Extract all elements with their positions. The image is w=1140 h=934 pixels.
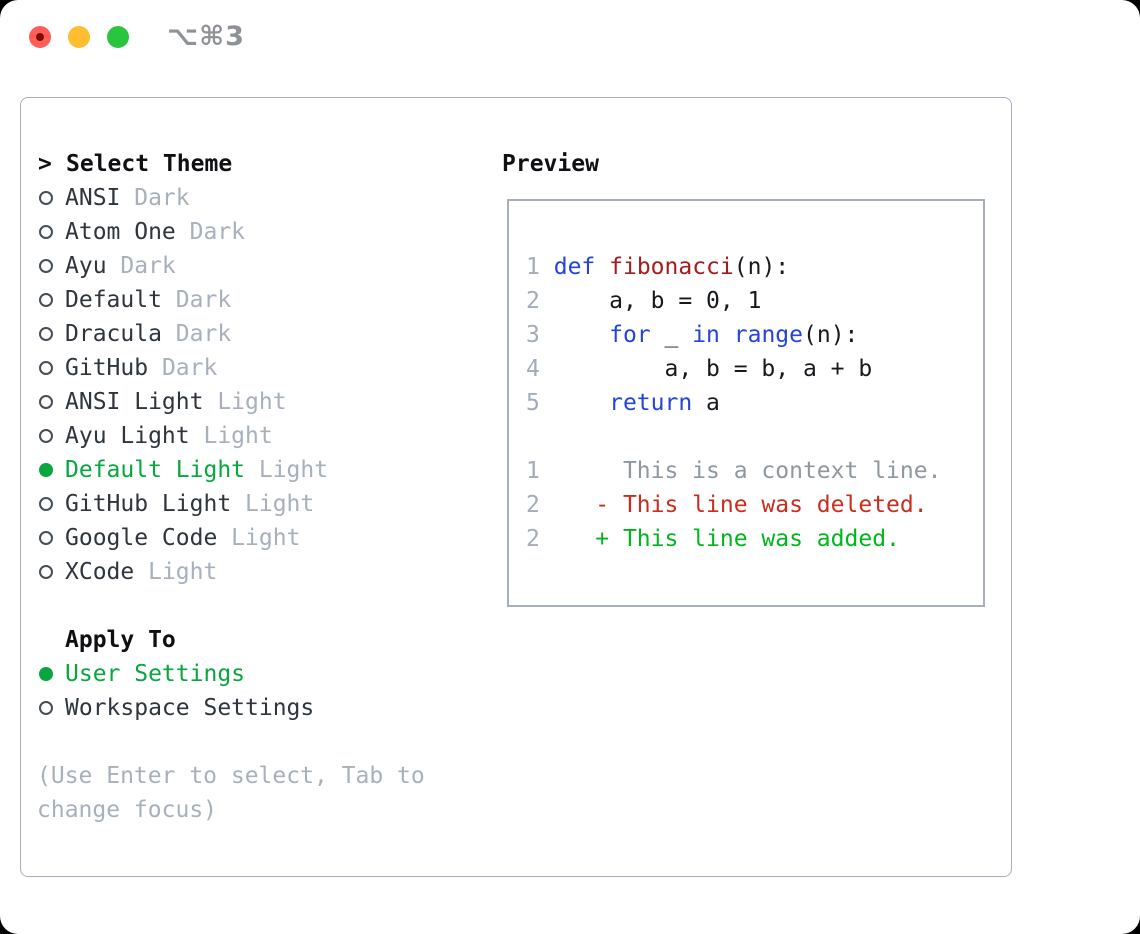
- theme-option-ayu[interactable]: Ayu Dark: [37, 249, 328, 283]
- theme-name: Ayu: [65, 253, 107, 279]
- radio-icon: [39, 565, 53, 579]
- hint-text: (Use Enter to select, Tab to change focu…: [37, 763, 425, 823]
- diff-deleted-line: 2 - This line was deleted.: [526, 492, 928, 518]
- theme-option-atom-one[interactable]: Atom One Dark: [37, 215, 328, 249]
- theme-variant: Light: [245, 457, 329, 483]
- blank-line: [526, 420, 941, 454]
- theme-option-github[interactable]: GitHub Dark: [37, 351, 328, 385]
- radio-icon: [39, 429, 53, 443]
- preview-header: Preview: [502, 151, 599, 177]
- code-line-4: 4 a, b = b, a + b: [526, 356, 873, 382]
- close-button-icon[interactable]: [29, 26, 51, 48]
- select-theme-label: Select Theme: [66, 151, 233, 177]
- diff-added-line: 2 + This line was added.: [526, 526, 900, 552]
- theme-variant: Dark: [161, 321, 232, 347]
- theme-option-google-code[interactable]: Google Code Light: [37, 521, 328, 555]
- theme-option-ansi-light[interactable]: ANSI Light Light: [37, 385, 328, 419]
- theme-option-default[interactable]: Default Dark: [37, 283, 328, 317]
- theme-name: Dracula: [65, 321, 162, 347]
- radio-icon: [39, 225, 53, 239]
- traffic-lights: [29, 26, 129, 48]
- code-line-2: 2 a, b = 0, 1: [526, 288, 762, 314]
- theme-variant: Light: [217, 525, 301, 551]
- theme-variant: Dark: [120, 185, 190, 211]
- preview-code: 1 def fibonacci(n): 2 a, b = 0, 1 3 for _ …: [526, 250, 941, 556]
- radio-icon: [39, 395, 53, 409]
- radio-icon: [39, 293, 53, 307]
- radio-icon: [39, 361, 53, 375]
- radio-icon: [39, 327, 53, 341]
- radio-icon: [39, 191, 53, 205]
- theme-option-ayu-light[interactable]: Ayu Light Light: [37, 419, 328, 453]
- theme-variant: Dark: [161, 287, 232, 313]
- select-theme-header: > Select Theme: [37, 147, 328, 181]
- theme-variant: Light: [134, 559, 218, 585]
- radio-icon: [39, 531, 53, 545]
- theme-name: ANSI Light: [65, 389, 204, 415]
- theme-name: Atom One: [65, 219, 176, 245]
- theme-variant: Dark: [148, 355, 218, 381]
- apply-option-label: Workspace Settings: [65, 695, 315, 721]
- apply-option-user-settings[interactable]: User Settings: [37, 657, 328, 691]
- code-line-1: 1 def fibonacci(n):: [526, 254, 790, 280]
- minimize-button-icon[interactable]: [68, 26, 90, 48]
- radio-selected-icon: [39, 463, 53, 477]
- spacer: [37, 589, 328, 623]
- apply-to-header: Apply To: [37, 623, 328, 657]
- focus-pointer-icon: >: [38, 151, 52, 177]
- theme-option-ansi[interactable]: ANSI Dark: [37, 181, 328, 215]
- theme-name: GitHub Light: [65, 491, 232, 517]
- radio-icon: [39, 259, 53, 273]
- theme-option-github-light[interactable]: GitHub Light Light: [37, 487, 328, 521]
- window-title: ⌥⌘3: [167, 21, 245, 52]
- radio-selected-icon: [39, 667, 53, 681]
- theme-option-dracula[interactable]: Dracula Dark: [37, 317, 328, 351]
- apply-option-label: User Settings: [65, 661, 246, 687]
- radio-icon: [39, 497, 53, 511]
- zoom-button-icon[interactable]: [107, 26, 129, 48]
- theme-name: Default Light: [65, 457, 246, 483]
- theme-name: ANSI: [65, 185, 121, 211]
- theme-variant: Light: [231, 491, 315, 517]
- radio-icon: [39, 701, 53, 715]
- theme-option-default-light[interactable]: Default Light Light: [37, 453, 328, 487]
- theme-variant: Light: [189, 423, 273, 449]
- code-line-3: 3 for _ in range(n):: [526, 322, 859, 348]
- apply-to-label: Apply To: [65, 627, 176, 653]
- theme-name: GitHub: [65, 355, 149, 381]
- theme-variant: Light: [203, 389, 287, 415]
- theme-name: Default: [65, 287, 162, 313]
- preview-box: 1 def fibonacci(n): 2 a, b = 0, 1 3 for _ …: [507, 199, 985, 607]
- diff-context-line: 1 This is a context line.: [526, 458, 942, 484]
- theme-option-xcode[interactable]: XCode Light: [37, 555, 328, 589]
- unsaved-dot-icon: [36, 33, 44, 41]
- theme-name: XCode: [65, 559, 135, 585]
- theme-name: Ayu Light: [65, 423, 190, 449]
- theme-variant: Dark: [175, 219, 246, 245]
- theme-name: Google Code: [65, 525, 218, 551]
- code-line-5: 5 return a: [526, 390, 720, 416]
- apply-option-workspace-settings[interactable]: Workspace Settings: [37, 691, 328, 725]
- theme-variant: Dark: [106, 253, 176, 279]
